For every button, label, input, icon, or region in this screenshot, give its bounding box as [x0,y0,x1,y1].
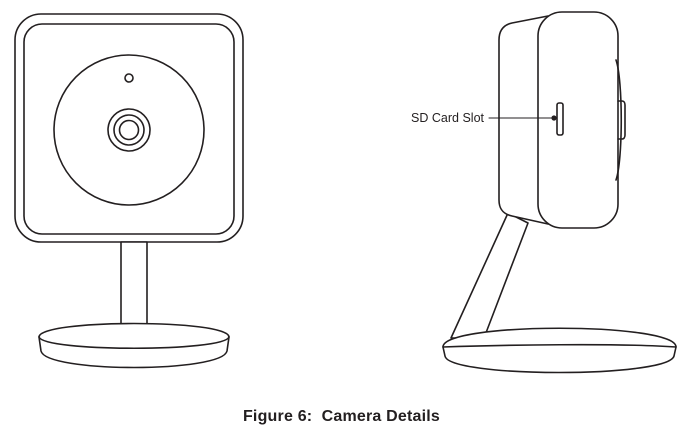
side-button [617,100,626,140]
side-stand-arm [450,212,529,339]
sd-card-slot [556,102,564,136]
front-body-outer [14,13,244,243]
callout-endpoint-dot [551,115,557,121]
camera-front-view [14,13,244,369]
figure-caption: Figure 6: Camera Details [242,408,441,425]
front-base [38,322,230,369]
front-body-inner [23,23,235,235]
front-lens-middle-ring [113,114,145,146]
front-lens-outer-ring [107,108,151,152]
sd-card-slot-callout [488,115,557,121]
front-lens-inner-ring [118,119,140,141]
front-sensor-dot [124,73,134,83]
sd-card-slot-label: SD Card Slot [411,111,484,125]
camera-details-figure: SD Card Slot [14,11,677,374]
front-lens-face [53,54,205,206]
camera-side-view [442,11,677,374]
side-base [442,327,677,374]
side-face-bulge [615,59,623,181]
front-stand-neck [120,241,148,327]
side-back-housing [498,15,549,225]
side-front-housing [537,11,619,229]
